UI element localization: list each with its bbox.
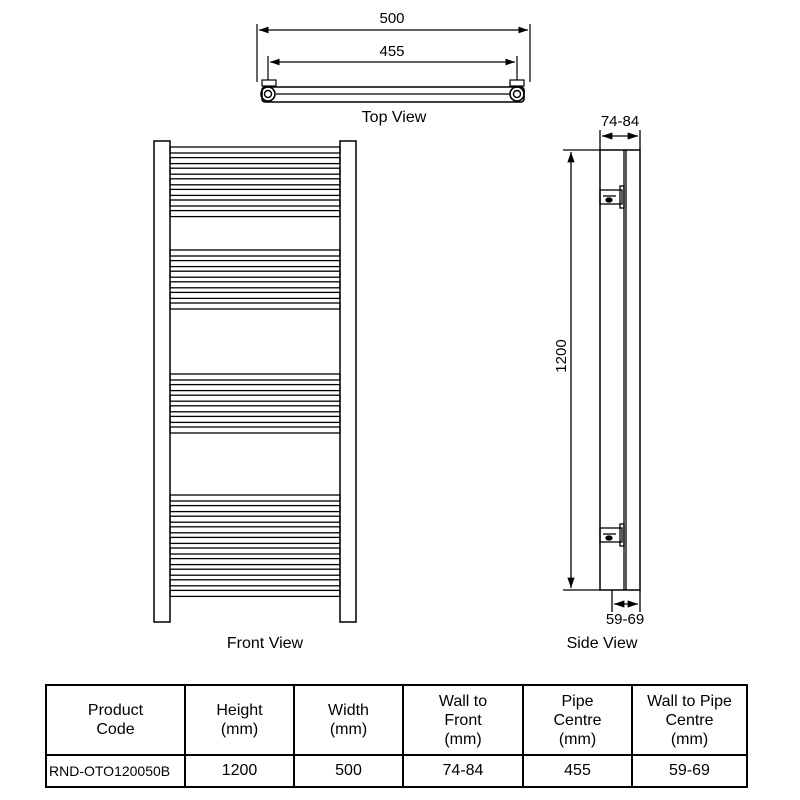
towel-bar (169, 557, 341, 566)
towel-bar (169, 167, 341, 175)
towel-bar (169, 259, 341, 268)
cell-wall-to-front: 74-84 (402, 754, 524, 788)
cell-wall-to-pipe-centre: 59-69 (631, 754, 748, 788)
header-text: (mm) (444, 730, 482, 748)
towel-bar (169, 178, 341, 186)
towel-bar (169, 515, 341, 523)
towel-bar (169, 281, 341, 289)
front-view (153, 140, 357, 623)
header-text: Code (96, 721, 135, 738)
left-upright (153, 140, 171, 623)
towel-bar (169, 589, 341, 598)
top-view (256, 24, 531, 103)
side-view (563, 130, 641, 612)
towel-bar (169, 426, 341, 434)
towel-bar (169, 156, 341, 165)
towel-bar (169, 394, 341, 402)
header-text: (mm) (220, 721, 259, 738)
towel-bar (169, 536, 341, 545)
cell-product-code: RND-OTO120050B (45, 754, 186, 788)
header-text: Centre (665, 711, 714, 729)
header-text: Wall to Pipe (647, 692, 732, 710)
header-text: (mm) (670, 730, 709, 748)
towel-bar (169, 383, 341, 392)
towel-bar (169, 188, 341, 197)
towel-bar (169, 415, 341, 424)
spec-header-row: Product Code Height (mm) Width (mm) Wall… (45, 684, 748, 756)
front-bars (169, 146, 341, 598)
towel-bar (169, 291, 341, 300)
header-product-code: Product Code (45, 684, 186, 756)
cell-width: 500 (293, 754, 404, 788)
header-text: Product (87, 702, 144, 719)
wall-to-pipe-centre-label: 59-69 (606, 611, 644, 628)
towel-bar (169, 405, 341, 413)
spec-table: Product Code Height (mm) Width (mm) Wall… (45, 684, 748, 788)
top-view-label: Top View (362, 109, 427, 126)
towel-bar (169, 209, 341, 218)
header-height: Height (mm) (184, 684, 295, 756)
header-text: (mm) (558, 730, 597, 748)
front-view-label: Front View (227, 635, 304, 652)
wall-to-front-label: 74-84 (601, 113, 639, 130)
towel-bar (169, 199, 341, 207)
header-text: (mm) (329, 721, 368, 738)
overall-width-label: 500 (379, 10, 404, 27)
towel-bar (169, 270, 341, 278)
towel-bar (169, 249, 341, 257)
towel-bar (169, 494, 341, 502)
height-label: 1200 (553, 339, 570, 372)
header-width: Width (mm) (293, 684, 404, 756)
right-upright (339, 140, 357, 623)
header-text: Front (444, 711, 482, 729)
header-text: Width (328, 702, 369, 719)
side-view-label: Side View (567, 635, 638, 652)
towel-bar (169, 568, 341, 576)
pipe-centre-label: 455 (379, 43, 404, 60)
header-text: Pipe (561, 692, 594, 710)
cell-pipe-centre: 455 (522, 754, 633, 788)
towel-bar (169, 146, 341, 154)
towel-bar (169, 547, 341, 555)
towel-bar (169, 526, 341, 534)
header-pipe-centre: Pipe Centre (mm) (522, 684, 633, 756)
towel-bar (169, 302, 341, 310)
header-text: Centre (553, 711, 602, 729)
header-wall-to-pipe-centre: Wall to Pipe Centre (mm) (631, 684, 748, 756)
technical-drawing: 500 455 Top View Front View (153, 10, 644, 652)
cell-height: 1200 (184, 754, 295, 788)
header-text: Wall to (438, 692, 488, 710)
towel-bar (169, 373, 341, 381)
spec-data-row: RND-OTO120050B 1200 500 74-84 455 59-69 (45, 754, 748, 788)
towel-bar (169, 579, 341, 587)
header-text: Height (216, 702, 263, 719)
towel-bar (169, 504, 341, 513)
header-wall-to-front: Wall to Front (mm) (402, 684, 524, 756)
